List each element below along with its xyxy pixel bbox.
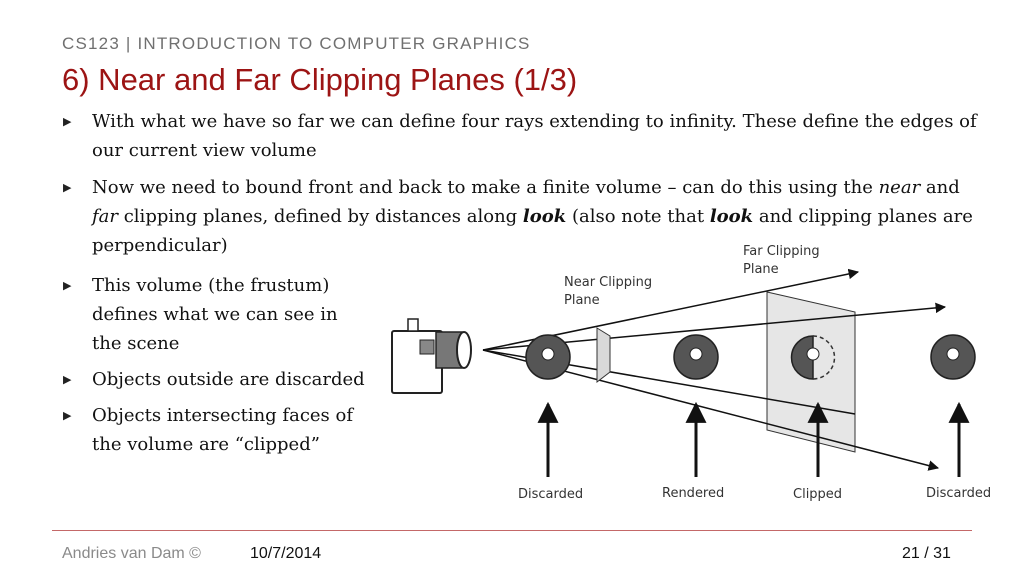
emphasis-look: look: [709, 206, 754, 227]
emphasis-far: far: [92, 206, 118, 227]
rendered-object: [673, 334, 719, 380]
discarded-object-near: [525, 334, 571, 380]
bullet-item: ▶ This volume (the frustum) defines what…: [62, 271, 372, 358]
label-rendered: Rendered: [662, 486, 724, 501]
emphasis-near: near: [878, 177, 921, 198]
bullet-text: With what we have so far we can define f…: [92, 111, 977, 161]
bullet-arrow-icon: ▶: [63, 279, 72, 292]
bullet-text-part: clipping planes, defined by distances al…: [118, 206, 523, 227]
bullet-item: ▶ With what we have so far we can define…: [62, 107, 982, 165]
near-plane-label: Near Clipping: [564, 275, 652, 290]
course-header: CS123 | INTRODUCTION TO COMPUTER GRAPHIC…: [62, 34, 531, 53]
label-discarded: Discarded: [926, 486, 991, 501]
bullet-text-part: and clipping planes are perpendicular): [92, 206, 973, 256]
emphasis-look: look: [522, 206, 567, 227]
footer-date: 10/7/2014: [250, 545, 322, 562]
label-clipped: Clipped: [793, 487, 842, 502]
label-discarded: Discarded: [518, 487, 583, 502]
bullet-text: This volume (the frustum) defines what w…: [92, 275, 338, 354]
bullet-arrow-icon: ▶: [63, 373, 72, 386]
top-bullet-list: ▶ With what we have so far we can define…: [62, 107, 982, 268]
bullet-text-part: and: [920, 177, 960, 198]
clipped-object: [790, 335, 836, 380]
left-bullet-list: ▶ This volume (the frustum) defines what…: [62, 271, 372, 466]
bullet-arrow-icon: ▶: [63, 115, 72, 128]
frustum-diagram: Far Clipping Plane Near Clipping Plane D…: [391, 244, 991, 502]
slide-title: 6) Near and Far Clipping Planes (1/3): [62, 62, 578, 97]
bullet-text-part: (also note that: [566, 206, 710, 227]
bullet-arrow-icon: ▶: [63, 181, 72, 194]
bullet-text-part: Now we need to bound front and back to m…: [92, 177, 879, 198]
footer-divider: [52, 530, 972, 531]
bullet-item: ▶ Now we need to bound front and back to…: [62, 173, 982, 260]
bullet-item: ▶ Objects intersecting faces of the volu…: [62, 401, 372, 459]
far-plane-label: Far Clipping: [743, 244, 820, 259]
bullet-arrow-icon: ▶: [63, 409, 72, 422]
near-plane-label: Plane: [564, 293, 600, 308]
camera-icon: [391, 318, 472, 394]
footer-author: Andries van Dam ©: [62, 545, 201, 562]
bullet-item: ▶ Objects outside are discarded: [62, 365, 372, 394]
page-number: 21 / 31: [902, 545, 951, 562]
bullet-text: Objects intersecting faces of the volume…: [92, 405, 354, 455]
bullet-text: Objects outside are discarded: [92, 369, 365, 390]
discarded-object-far: [930, 334, 976, 380]
far-plane-label: Plane: [743, 262, 779, 277]
near-clipping-plane: [596, 327, 611, 384]
